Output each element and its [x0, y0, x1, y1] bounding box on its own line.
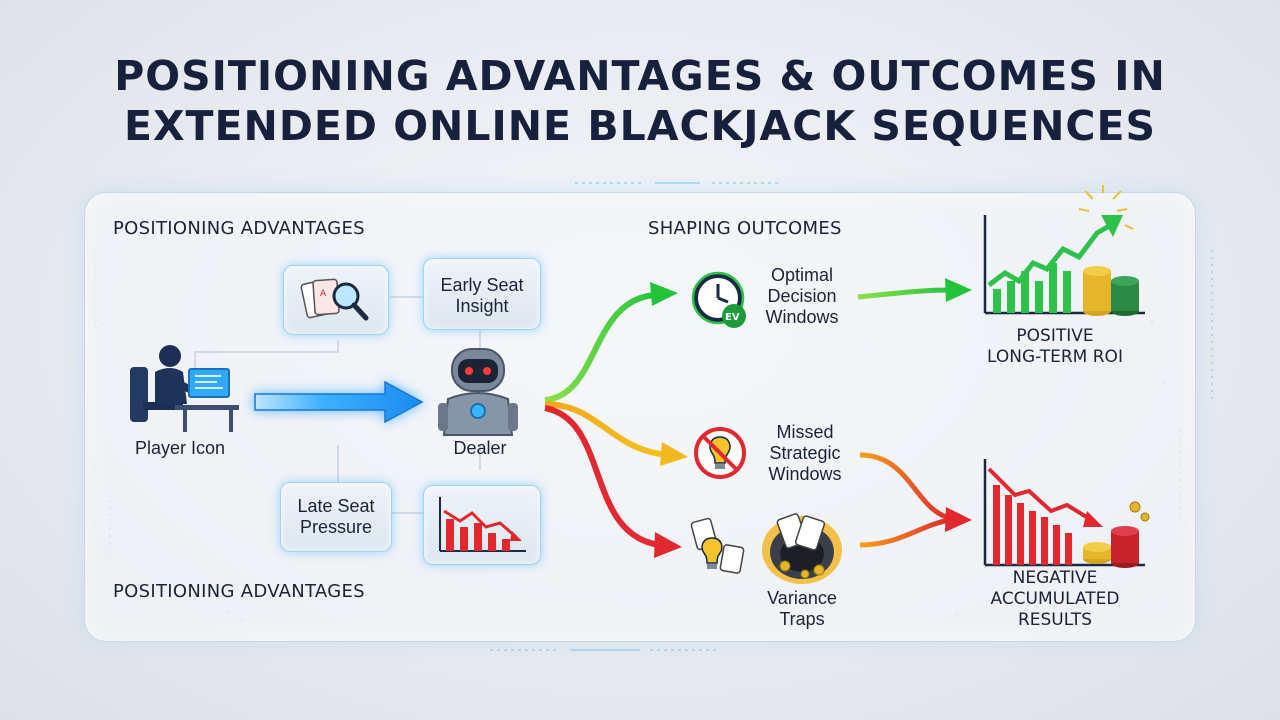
branch-to-missed-arrow: [544, 401, 669, 458]
positioning-advantages-heading-bottom: POSITIONING ADVANTAGES: [113, 581, 365, 602]
player-icon-label: Player Icon: [134, 438, 226, 458]
missed-to-negative-arrow: [859, 452, 951, 521]
player-to-dealer-arrow: [254, 380, 424, 424]
optimal-to-positive-arrowhead: [945, 278, 972, 302]
cards-insight-tile: A: [283, 265, 389, 335]
early-seat-line-1: Early Seat: [440, 275, 524, 295]
negative-line-1: NEGATIVE: [1012, 568, 1098, 588]
negative-arrowhead: [945, 507, 972, 532]
missed-line-1: Missed: [776, 422, 834, 442]
rising-chart-coins-icon: [983, 185, 1145, 316]
branch-to-variance-arrowhead: [654, 532, 682, 558]
ev-badge-text: EV: [725, 312, 740, 323]
page-title-line-1: POSITIONING ADVANTAGES & OUTCOMES IN: [114, 52, 1166, 100]
early-seat-insight-box: Early Seat Insight: [423, 258, 541, 330]
early-seat-line-2: Insight: [455, 296, 509, 316]
optimal-to-positive-arrow: [857, 287, 951, 300]
late-seat-pressure-box: Late Seat Pressure: [280, 482, 392, 552]
optimal-line-3: Windows: [765, 307, 839, 327]
missed-line-3: Windows: [768, 464, 842, 484]
branch-to-missed-arrowhead: [660, 442, 688, 466]
optimal-line-2: Decision: [767, 286, 837, 306]
late-seat-line-2: Pressure: [299, 517, 373, 537]
bulb-cards-icon: [690, 517, 745, 574]
positive-line-2: LONG-TERM ROI: [987, 347, 1123, 367]
clock-ev-icon: EV: [691, 271, 746, 328]
declining-bar-chart-icon: [439, 497, 526, 552]
optimal-line-1: Optimal: [770, 265, 833, 285]
dealer-label: Dealer: [453, 438, 507, 458]
missed-line-2: Strategic: [769, 443, 841, 463]
negative-line-2: ACCUMULATED: [990, 589, 1120, 609]
falling-chart-coins-icon: [983, 459, 1150, 568]
variance-to-negative-arrow: [859, 517, 951, 548]
branch-to-variance-arrow: [544, 405, 661, 548]
declining-chart-tile: [423, 485, 541, 565]
shaping-outcomes-heading: SHAPING OUTCOMES: [648, 218, 842, 239]
page-title-line-2: EXTENDED ONLINE BLACKJACK SEQUENCES: [123, 102, 1157, 150]
player-at-desk-icon: [130, 345, 239, 432]
variance-vortex-icon: [762, 513, 842, 584]
cards-magnifier-icon: A: [300, 278, 369, 321]
negative-line-3: RESULTS: [1017, 610, 1093, 630]
branch-to-optimal-arrow: [544, 292, 656, 403]
positive-line-1: POSITIVE: [1016, 326, 1094, 346]
late-seat-line-1: Late Seat: [297, 496, 375, 516]
dealer-robot-icon: [438, 348, 518, 436]
variance-line-2: Traps: [779, 609, 825, 629]
variance-line-1: Variance: [767, 588, 837, 608]
no-lightbulb-icon: [694, 427, 746, 479]
positioning-advantages-heading-top: POSITIONING ADVANTAGES: [113, 218, 365, 239]
svg-text:A: A: [320, 289, 327, 299]
branch-to-optimal-arrowhead: [650, 282, 678, 306]
diagram-panel: [84, 192, 1196, 642]
